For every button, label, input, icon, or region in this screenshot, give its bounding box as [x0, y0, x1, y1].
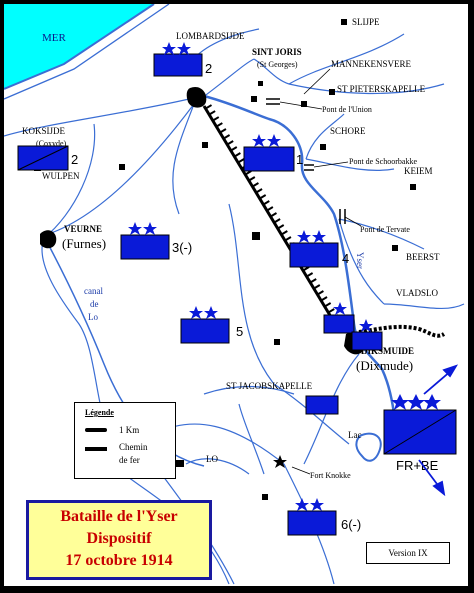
unit-st-jacobskapelle	[305, 395, 339, 415]
unit-2-nieuport: 2	[153, 42, 212, 77]
railway-line	[202, 105, 336, 323]
label-veurne: VEURNE	[64, 224, 102, 234]
legend-km-symbol	[85, 428, 107, 432]
map-svg: MER	[4, 4, 465, 585]
label-pont-tervate: Pont de Tervate	[360, 225, 410, 234]
pointer-mannekensvere	[303, 68, 331, 95]
label-st-georges: (St Georges)	[257, 60, 298, 69]
coastline-2	[4, 4, 170, 100]
label-st-jacobskapelle: ST JACOBSKAPELLE	[226, 381, 313, 391]
svg-text:6(-): 6(-)	[341, 517, 361, 532]
title-line3: 17 octobre 1914	[65, 552, 173, 569]
legend: Légende 1 Km Chemin de fer	[74, 402, 176, 479]
railway-east	[358, 324, 446, 338]
label-lac: Lac	[348, 430, 362, 440]
unit-5: 5	[180, 306, 243, 344]
unit-6: 6(-)	[287, 498, 361, 536]
coastline	[4, 4, 155, 90]
label-yser: Yser	[355, 252, 365, 269]
unit-diksmuide-b	[351, 319, 383, 351]
unit-2-koksijde: 2	[17, 145, 78, 171]
title-box: Bataille de l'Yser Dispositif 17 octobre…	[26, 500, 212, 580]
svg-text:FR+BE: FR+BE	[396, 458, 439, 473]
title-line1: Bataille de l'Yser	[60, 508, 178, 525]
label-coxyde: (Coxyde)	[36, 139, 67, 148]
label-slijpe: SLIJPE	[352, 17, 380, 27]
label-canal-de: de	[90, 299, 99, 309]
svg-text:3(-): 3(-)	[172, 240, 192, 255]
label-diksmuide: DIKSMUIDE	[361, 346, 414, 356]
legend-rail-line1: Chemin	[119, 442, 148, 452]
label-fort-knokke: Fort Knokke	[310, 471, 351, 480]
legend-rail: Chemin de fer	[119, 441, 169, 467]
legend-title: Légende	[85, 408, 114, 417]
unit-4: 4	[289, 230, 349, 268]
bridges	[266, 98, 346, 224]
legend-rail-line2: de fer	[119, 455, 140, 465]
legend-rail-symbol	[85, 447, 107, 451]
label-furnes: (Furnes)	[62, 236, 106, 251]
unit-fr-be: FR+BE	[383, 394, 457, 473]
label-lombardsijde: LOMBARDSIJDE	[176, 31, 245, 41]
label-sint-joris: SINT JORIS	[252, 47, 302, 57]
label-keiem: KEIEM	[404, 166, 433, 176]
svg-text:2: 2	[205, 61, 212, 76]
pointer-fortknokke	[291, 466, 311, 475]
label-pont-schoorbakke: Pont de Schoorbakke	[349, 157, 417, 166]
sea	[4, 4, 154, 89]
unit-diksmuide-a	[323, 302, 355, 334]
label-st-pieterskapelle: ST PIETERSKAPELLE	[337, 84, 426, 94]
label-canal: canal	[84, 286, 103, 296]
label-vladslo: VLADSLO	[396, 288, 438, 298]
label-beerst: BEERST	[406, 252, 440, 262]
railway-ticks	[205, 104, 341, 324]
legend-km: 1 Km	[119, 425, 140, 435]
unit-1: 1	[243, 134, 303, 172]
label-koksijde: KOKSIJDE	[22, 126, 66, 136]
svg-text:4: 4	[342, 251, 349, 266]
label-wulpen: WULPEN	[42, 171, 80, 181]
svg-text:2: 2	[71, 152, 78, 167]
label-canal-lo: Lo	[88, 312, 98, 322]
label-mannekensvere: MANNEKENSVERE	[331, 59, 412, 69]
fort-knokke-star	[273, 455, 287, 468]
battle-map: MER	[4, 4, 468, 586]
sea-label: MER	[42, 32, 67, 44]
label-pont-union: Pont de l'Union	[322, 105, 372, 114]
title-line2: Dispositif	[86, 530, 152, 547]
pointer-tervate	[344, 216, 362, 227]
movement-arrows	[418, 364, 459, 497]
label-dixmude: (Dixmude)	[356, 358, 413, 373]
pointer-schoorbakke	[313, 161, 349, 168]
label-lo: LO	[206, 454, 218, 464]
label-schore: SCHORE	[330, 126, 366, 136]
svg-text:1: 1	[296, 152, 303, 167]
lake	[355, 432, 382, 462]
version-box: Version IX	[366, 542, 450, 564]
svg-text:5: 5	[236, 324, 243, 339]
unit-3: 3(-)	[120, 222, 192, 260]
yser-river	[203, 94, 398, 435]
